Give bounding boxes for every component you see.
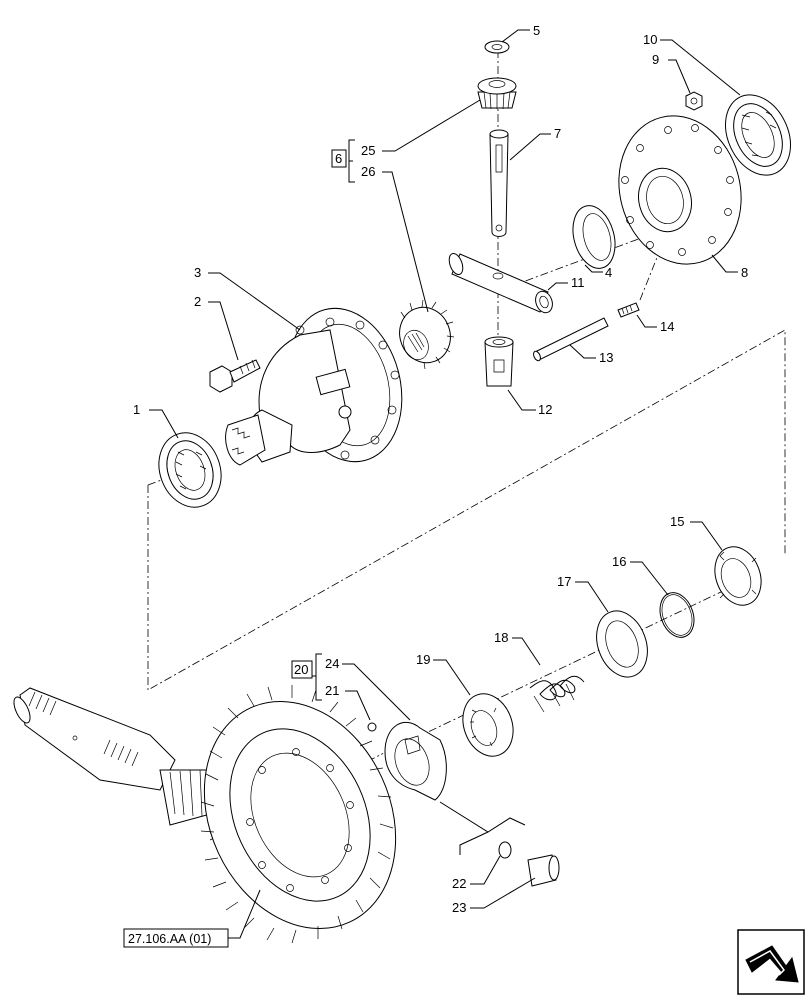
callout-13: 13 [599, 350, 613, 365]
part-10-bearing [725, 94, 791, 176]
callout-10: 10 [643, 32, 657, 47]
part-8-flange-cover [618, 115, 742, 265]
part-26-side-gear [399, 299, 455, 370]
callout-23: 23 [452, 900, 466, 915]
callout-14: 14 [660, 319, 674, 334]
callout-20-box [291, 660, 313, 679]
part-7-pin [489, 129, 509, 237]
part-19-spline-hub [462, 693, 514, 757]
callout-18: 18 [494, 630, 508, 645]
crown-wheel-teeth [200, 685, 394, 944]
part-24-collar [384, 721, 447, 801]
callout-21: 21 [325, 683, 339, 698]
part-14-spring-pin [617, 302, 640, 318]
cross-reference-box[interactable] [123, 928, 229, 948]
part-22-circlip [498, 841, 512, 859]
part-2-bolt [209, 359, 261, 393]
part-15-dog-clutch [714, 546, 762, 606]
crown-wheel [200, 685, 397, 944]
callout-9: 9 [652, 52, 659, 67]
next-page-arrow-icon[interactable] [737, 929, 805, 995]
housing-bolt-holes [295, 317, 400, 460]
group-bracket-6 [348, 139, 355, 183]
callout-2: 2 [194, 294, 201, 309]
part-3-differential-housing [225, 307, 403, 466]
callout-6-box [331, 149, 347, 168]
part-17-ring [596, 610, 648, 678]
callout-25: 25 [361, 143, 375, 158]
group-bracket-20 [312, 653, 322, 701]
pinion-shaft [13, 687, 226, 826]
callout-12: 12 [538, 402, 552, 417]
part-5-washer [484, 40, 510, 54]
part-1-bearing [158, 432, 222, 508]
callout-5: 5 [533, 23, 540, 38]
callout-22: 22 [452, 876, 466, 891]
part-18-spring [529, 675, 585, 713]
callout-labels: 1 2 3 4 5 6 7 8 9 10 11 12 13 14 15 16 1… [133, 23, 748, 915]
flange-bolt-holes [621, 124, 734, 256]
part-9-nut [685, 91, 703, 111]
callout-6: 6 [335, 151, 342, 166]
callout-17: 17 [557, 574, 571, 589]
callout-15: 15 [670, 514, 684, 529]
part-13-shaft [533, 317, 609, 362]
callout-24: 24 [325, 656, 339, 671]
callout-20: 20 [294, 662, 308, 677]
callout-26: 26 [361, 164, 375, 179]
part-21-ball [367, 722, 377, 732]
callout-16: 16 [612, 554, 626, 569]
leader-lines [149, 29, 741, 939]
part-16-snap-ring [659, 592, 695, 638]
callout-4: 4 [605, 265, 612, 280]
part-25-pinion-gear [477, 77, 517, 110]
part-11-cross-pin [448, 252, 553, 314]
callout-7: 7 [554, 126, 561, 141]
part-4-ring [572, 205, 616, 269]
crown-wheel-bolt-holes [246, 748, 354, 892]
assembly-bracket-lines [439, 801, 526, 855]
callout-8: 8 [741, 265, 748, 280]
part-12-sleeve [484, 336, 514, 387]
cross-reference-label[interactable]: 27.106.AA (01) [128, 932, 211, 946]
callout-3: 3 [194, 265, 201, 280]
callout-1: 1 [133, 402, 140, 417]
cross-reference-link[interactable]: 27.106.AA (01) [123, 928, 229, 948]
callout-11: 11 [571, 275, 585, 290]
part-23-pin [527, 854, 560, 887]
callout-19: 19 [416, 652, 430, 667]
